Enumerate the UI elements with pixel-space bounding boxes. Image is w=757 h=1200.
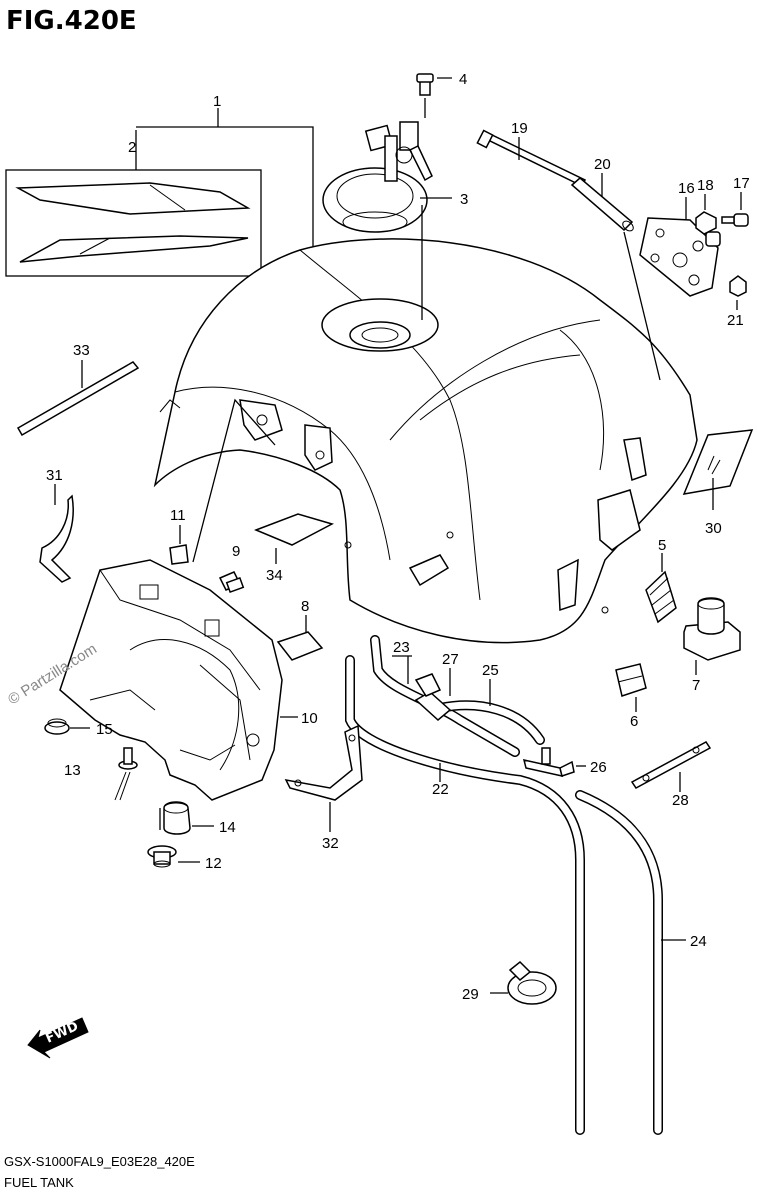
callout-26: 26: [590, 759, 607, 776]
collar-12[interactable]: [147, 845, 177, 868]
callout-14: 14: [219, 819, 236, 836]
clamp-27[interactable]: [414, 673, 452, 721]
callout-16: 16: [678, 180, 695, 197]
bracket-nut-21[interactable]: [729, 275, 747, 297]
cushion-8[interactable]: [276, 631, 324, 661]
leader-1-2: [135, 108, 314, 250]
hose-25[interactable]: [435, 700, 545, 745]
leader-19-20: [518, 137, 603, 197]
fuel-tank[interactable]: [153, 238, 698, 644]
leader-16-17-18-21: [685, 192, 742, 310]
cushion-strip-33[interactable]: [16, 361, 140, 437]
tank-decal-set[interactable]: [5, 169, 262, 277]
clamp-31[interactable]: [39, 494, 74, 583]
hose-22[interactable]: [345, 655, 585, 1135]
callout-28: 28: [672, 792, 689, 809]
label-34[interactable]: [253, 513, 334, 546]
callout-18: 18: [697, 177, 714, 194]
tank-tray-10[interactable]: [59, 559, 283, 801]
figure-title: FIG.420E: [6, 6, 137, 36]
callout-11: 11: [170, 507, 186, 524]
callout-32: 32: [322, 835, 339, 852]
callout-29: 29: [462, 986, 479, 1003]
callout-30: 30: [705, 520, 722, 537]
callout-10: 10: [301, 710, 318, 727]
callout-9: 9: [232, 543, 240, 560]
callout-25: 25: [482, 662, 499, 679]
forward-arrow: FWD: [27, 1017, 89, 1059]
callout-3: 3: [460, 191, 468, 208]
callout-7: 7: [692, 677, 700, 694]
screw-13[interactable]: [114, 747, 138, 801]
callout-12: 12: [205, 855, 222, 872]
cushion-6[interactable]: [615, 663, 647, 697]
hose-24[interactable]: [575, 790, 663, 1135]
hose-23[interactable]: [370, 635, 520, 757]
tank-bracket[interactable]: [639, 217, 721, 297]
tee-joint-26[interactable]: [522, 747, 575, 777]
leader-3: [420, 197, 452, 320]
bracket-32[interactable]: [284, 724, 363, 801]
grommet-11[interactable]: [169, 544, 189, 565]
tank-bolt[interactable]: [476, 129, 587, 188]
callout-1: 1: [213, 93, 221, 110]
cushion-15[interactable]: [44, 718, 70, 735]
bracket-bolt-17[interactable]: [721, 213, 749, 227]
leader-22-24: [439, 763, 686, 941]
callout-21: 21: [727, 312, 744, 329]
callout-19: 19: [511, 120, 528, 137]
leader-3-4: [424, 77, 452, 118]
bolt-spacer[interactable]: [570, 177, 635, 233]
callout-24: 24: [690, 933, 707, 950]
callout-20: 20: [594, 156, 611, 173]
callout-23: 23: [393, 639, 410, 656]
callout-6: 6: [630, 713, 638, 730]
callout-5: 5: [658, 537, 666, 554]
leader-23: [392, 655, 412, 684]
callout-31: 31: [46, 467, 63, 484]
callout-33: 33: [73, 342, 90, 359]
callout-8: 8: [301, 598, 309, 615]
fuel-cap-assembly[interactable]: [322, 73, 434, 233]
callout-4: 4: [459, 71, 467, 88]
bracket-nut-18[interactable]: [695, 211, 717, 235]
clamp-28[interactable]: [630, 741, 712, 789]
callout-34: 34: [266, 567, 283, 584]
hose-clamp-29[interactable]: [507, 960, 557, 1005]
callout-15: 15: [96, 721, 113, 738]
callout-13: 13: [64, 762, 81, 779]
callout-2: 2: [128, 139, 136, 156]
diagram-name: FUEL TANK: [4, 1175, 74, 1190]
cap-7[interactable]: [683, 597, 741, 661]
mesh-5[interactable]: [645, 570, 677, 624]
cushion-14[interactable]: [163, 801, 191, 835]
leader-bracket-tank: [623, 231, 661, 381]
caution-label-30[interactable]: [682, 429, 754, 495]
callout-27: 27: [442, 651, 459, 668]
callout-17: 17: [733, 175, 750, 192]
diagram-code: GSX-S1000FAL9_E03E28_420E: [4, 1154, 195, 1169]
leader-11-9-34: [179, 398, 277, 564]
callout-22: 22: [432, 781, 449, 798]
bolt-9[interactable]: [218, 571, 245, 594]
